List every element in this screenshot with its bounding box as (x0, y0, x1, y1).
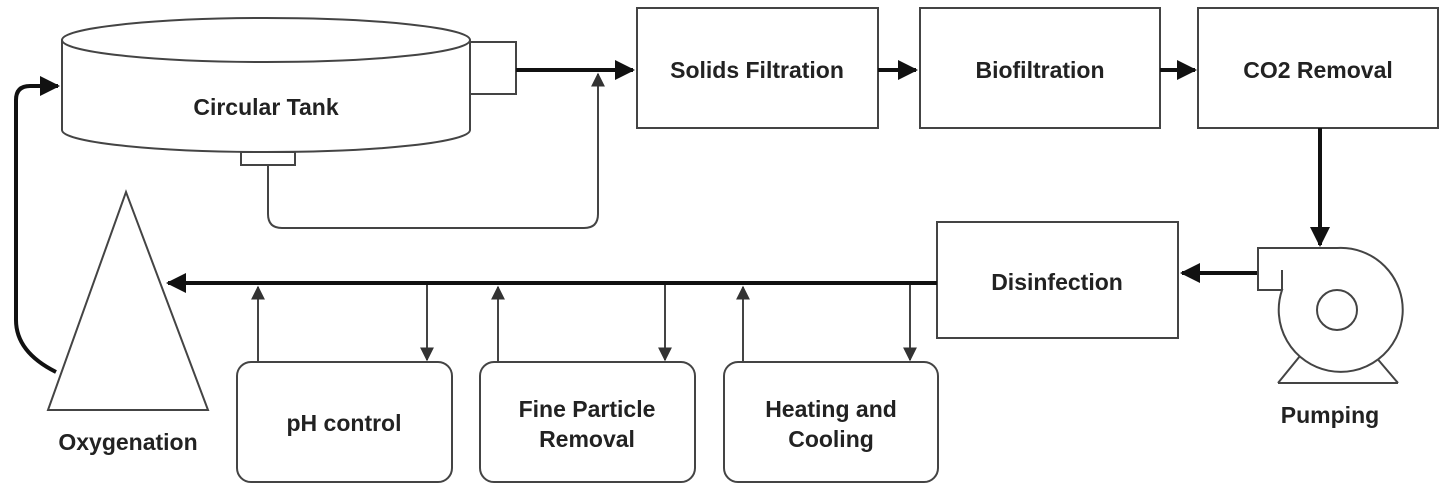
heating-cooling-box: Heating and Cooling (723, 361, 939, 483)
tank-outlet (469, 41, 517, 95)
bio-label: Biofiltration (975, 57, 1104, 83)
oxygenation-label: Oxygenation (58, 429, 197, 455)
ph-control-box: pH control (236, 361, 453, 483)
co2-label: CO2 Removal (1243, 57, 1393, 83)
ph-label: pH control (287, 410, 402, 436)
disinfection-label: Disinfection (991, 269, 1123, 295)
solids-filtration-box: Solids Filtration (636, 7, 879, 129)
fine-label-line1: Fine Particle (519, 396, 656, 422)
disinfection-box: Disinfection (936, 221, 1179, 339)
fine-particle-removal-box: Fine Particle Removal (479, 361, 696, 483)
circular-tank: Circular Tank (61, 17, 517, 166)
pump-icon (1257, 246, 1404, 384)
fine-label-line2: Removal (539, 426, 635, 452)
biofiltration-box: Biofiltration (919, 7, 1161, 129)
recycle-flow (267, 72, 605, 229)
tank-drain (240, 151, 296, 166)
flow-oxygenation-to-tank (14, 76, 60, 374)
tank-label: Circular Tank (193, 94, 338, 120)
heat-label-line2: Cooling (788, 426, 874, 452)
oxygenation-cone (46, 189, 210, 411)
heat-label-line1: Heating and (765, 396, 897, 422)
solids-label: Solids Filtration (670, 57, 844, 83)
pump-label: Pumping (1281, 402, 1379, 428)
co2-removal-box: CO2 Removal (1197, 7, 1439, 129)
